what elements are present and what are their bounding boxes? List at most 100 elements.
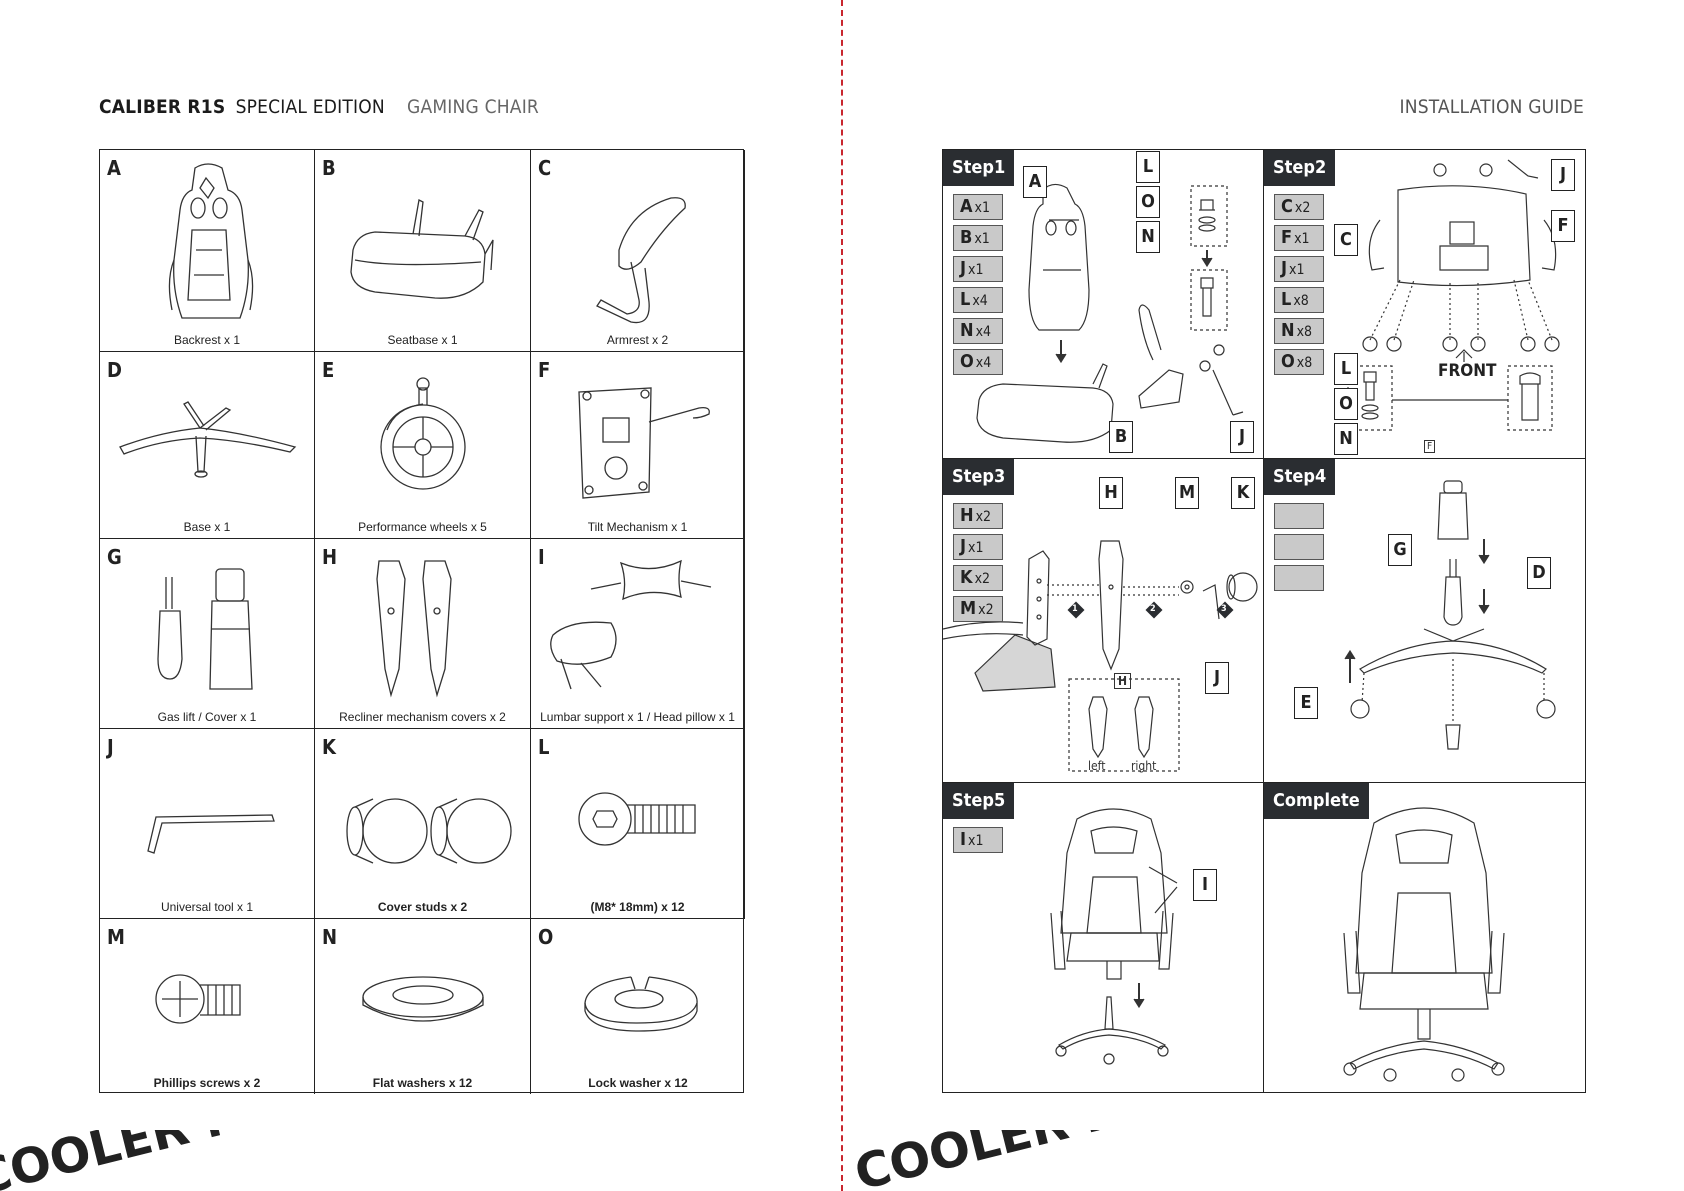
banner-text-2: COOLER MASTER • COOLER MASTER • COOLER M… [849, 1130, 1684, 1191]
backrest-icon [168, 163, 254, 319]
step1-callout-a: A [1023, 166, 1047, 198]
part-caption: Performance wheels x 5 [358, 520, 487, 534]
brand-banner: COOLER MASTER • COOLER MASTER • COOLER M… [0, 1130, 1684, 1191]
part-caption: Tilt Mechanism x 1 [587, 520, 688, 534]
guide-title: INSTALLATION GUIDE [1399, 96, 1584, 118]
part-cell-o: O Lock washer x 12 [531, 919, 745, 1094]
step5-title: Step5 [943, 783, 1015, 819]
step2-diagram-icon [1347, 159, 1560, 431]
step1-title: Step1 [943, 150, 1015, 186]
step4-diagram-icon [1344, 480, 1556, 750]
part-letter: E [322, 358, 335, 382]
edition-name: SPECIAL EDITION [235, 96, 385, 118]
step4-panel: Step4 G D E [1264, 459, 1585, 783]
step2-callout-j: J [1551, 159, 1575, 191]
part-cell-n: N Flat washers x 12 [315, 919, 531, 1094]
product-name: GAMING CHAIR [407, 96, 540, 118]
base-icon [119, 401, 297, 478]
part-letter: D [107, 358, 122, 382]
complete-panel: Complete [1264, 783, 1585, 1092]
banner-text-1: COOLER MASTER • COOLER MASTER • COOLER M… [0, 1130, 1481, 1191]
part-letter: G [107, 545, 122, 569]
part-cell-c: C Armrest x 2 [531, 150, 745, 352]
part-cell-b: B Seatbase x 1 [315, 150, 531, 352]
lock-washer-icon [584, 976, 698, 1032]
part-caption: Backrest x 1 [173, 333, 241, 347]
step1-callout-l: L [1136, 151, 1160, 183]
flat-washer-icon [362, 976, 484, 1022]
part-letter: A [107, 156, 121, 180]
part-letter: K [322, 735, 336, 759]
part-cell-e: E Performance wheels x 5 [315, 352, 531, 539]
step3-diagram-icon [943, 540, 1258, 772]
step3-title: Step3 [943, 459, 1015, 495]
step5-callout-i: I [1193, 869, 1217, 901]
part-letter: J [107, 735, 114, 759]
step4-blank-box-1 [1274, 503, 1324, 529]
page-fold-divider [841, 0, 843, 1191]
part-letter: C [538, 156, 552, 180]
part-letter: O [538, 925, 554, 949]
recliner-cover-icon [376, 560, 452, 698]
right-header: INSTALLATION GUIDE [1399, 96, 1584, 118]
part-cell-a: A Backrest x 1 [100, 150, 315, 352]
brand-name: CALIBER R1S [99, 96, 226, 118]
step4-callout-e: E [1294, 687, 1318, 719]
step1-callout-o: O [1136, 186, 1160, 218]
cover-stud-icon [346, 798, 512, 864]
step1-diagram-icon [976, 183, 1244, 443]
part-caption: Armrest x 2 [606, 333, 669, 347]
part-caption: Cover studs x 2 [377, 900, 468, 914]
part-letter: F [538, 358, 551, 382]
pillow-icon [550, 559, 712, 690]
part-letter: H [322, 545, 338, 569]
part-caption: Recliner mechanism covers x 2 [339, 710, 506, 724]
step3-callout-k: K [1231, 477, 1255, 509]
step2-title: Step2 [1264, 150, 1336, 186]
part-cell-d: D Base x 1 [100, 352, 315, 539]
seatbase-icon [350, 199, 494, 299]
parts-list-grid: A Backrest x 1 B Seatbase x 1 C [99, 149, 745, 1094]
part-caption: Lock washer x 12 [588, 1076, 688, 1090]
part-cell-h: H Recliner mechanism covers x 2 [315, 539, 531, 729]
part-caption: Base x 1 [183, 520, 231, 534]
part-caption: Seatbase x 1 [387, 333, 458, 347]
complete-title: Complete [1264, 783, 1369, 819]
step2-callout-o: O [1334, 388, 1358, 420]
part-caption: Flat washers x 12 [372, 1076, 473, 1090]
part-caption: Gas lift / Cover x 1 [157, 710, 257, 724]
step1-callout-j: J [1230, 421, 1254, 453]
part-caption: Phillips screws x 2 [153, 1076, 261, 1090]
cooler-master-watermark-icon: COOLER MASTER • COOLER MASTER • COOLER M… [0, 1130, 1684, 1191]
step4-callout-d: D [1527, 557, 1551, 589]
bolt-icon [578, 792, 696, 846]
gas-lift-icon [157, 568, 253, 690]
part-letter: B [322, 156, 336, 180]
part-caption: Lumbar support x 1 / Head pillow x 1 [540, 710, 735, 724]
step3-num-1: 1 [1072, 604, 1078, 614]
step2-callout-l: L [1334, 353, 1358, 385]
phillips-screw-icon [155, 974, 241, 1024]
step4-blank-box-2 [1274, 534, 1324, 560]
part-cell-k: K Cover studs x 2 [315, 729, 531, 919]
step1-callout-b: B [1109, 421, 1133, 453]
part-cell-l: L (M8* 18mm) x 12 [531, 729, 745, 919]
part-cell-i: I Lumbar support x 1 / Head pillow x 1 [531, 539, 745, 729]
tilt-mechanism-icon [578, 387, 710, 499]
